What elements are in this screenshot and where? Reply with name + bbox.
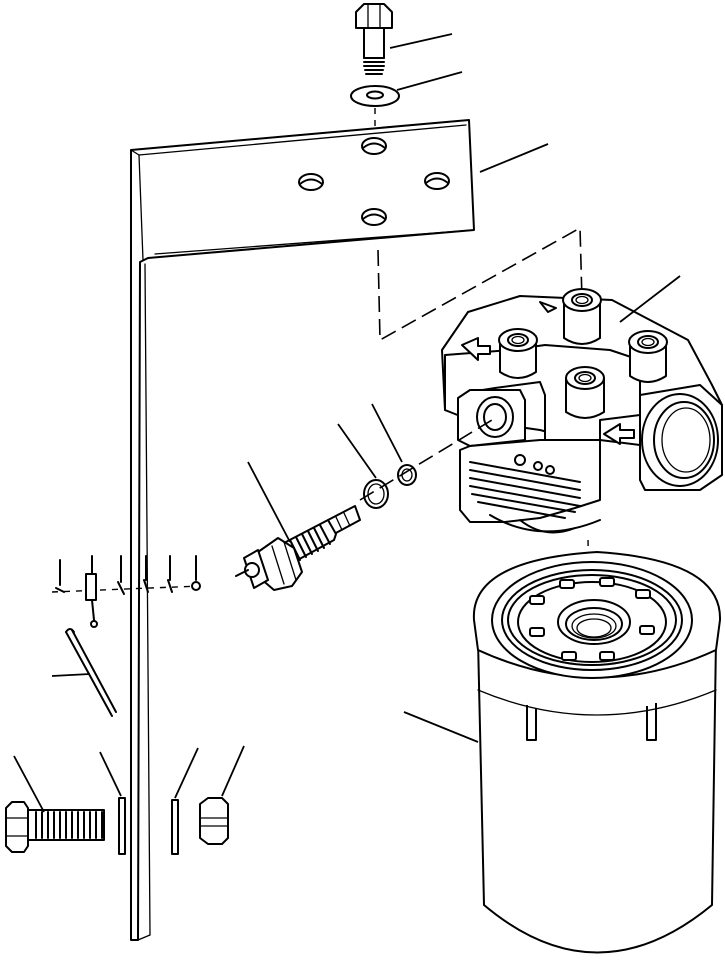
flat-washer-bottom bbox=[171, 747, 199, 855]
washer-top bbox=[350, 71, 463, 107]
o-ring-large bbox=[337, 423, 389, 509]
o-ring-small bbox=[371, 403, 417, 486]
pressure-switch bbox=[235, 461, 361, 591]
alignment-line bbox=[377, 226, 583, 342]
hex-nut bbox=[199, 745, 245, 845]
port-boss bbox=[498, 328, 538, 379]
filter-head bbox=[441, 275, 723, 534]
port-boss bbox=[628, 330, 668, 383]
lock-washer bbox=[99, 751, 126, 855]
port-boss bbox=[562, 288, 602, 345]
filter-cartridge bbox=[403, 551, 722, 954]
bolt-bottom bbox=[5, 755, 105, 853]
small-hardware-set bbox=[51, 555, 201, 628]
wire-harness bbox=[51, 628, 117, 717]
bolt-top bbox=[355, 3, 453, 75]
mounting-bracket bbox=[130, 119, 549, 941]
port-boss bbox=[565, 366, 605, 419]
